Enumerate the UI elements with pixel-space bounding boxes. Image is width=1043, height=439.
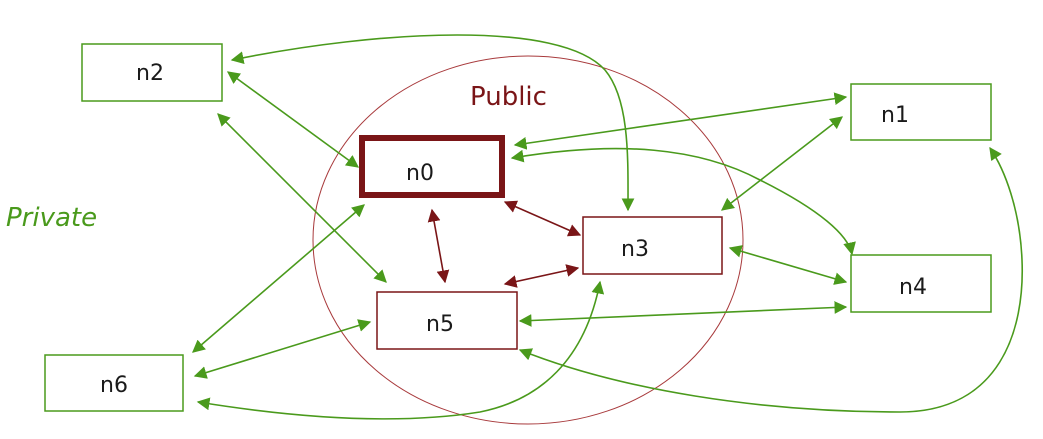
node-n2-label: n2 [136,61,164,86]
edge-n0-n1 [513,92,848,150]
edge-n1-n5 [518,146,1024,413]
node-n5-label: n5 [426,312,454,337]
node-n1[interactable]: n1 [850,83,992,141]
node-n3-label: n3 [621,237,649,262]
edge-n0-n6 [192,204,365,353]
node-n4[interactable]: n4 [850,254,992,313]
private-region-label: Private [6,203,97,233]
public-region-label: Public [470,82,547,112]
node-n0-label: n0 [406,161,434,186]
node-n6-label: n6 [100,373,128,398]
edge-n1-n3 [720,116,844,211]
node-n3[interactable]: n3 [582,216,723,275]
node-n4-label: n4 [899,275,927,300]
node-n0[interactable]: n0 [359,135,505,198]
edge-n5-n4 [518,301,848,327]
edge-n0-n5 [427,208,450,284]
edge-n5-n3 [503,264,580,288]
edge-n3-n6 [196,280,605,420]
node-n1-label: n1 [881,103,909,128]
edge-n3-n4 [728,245,848,285]
edge-n2-n0 [226,71,360,168]
node-n2[interactable]: n2 [81,43,223,102]
node-n5[interactable]: n5 [376,291,518,350]
edge-n0-n3 [503,200,582,237]
edge-n5-n6 [193,319,372,379]
node-n6[interactable]: n6 [44,354,184,412]
